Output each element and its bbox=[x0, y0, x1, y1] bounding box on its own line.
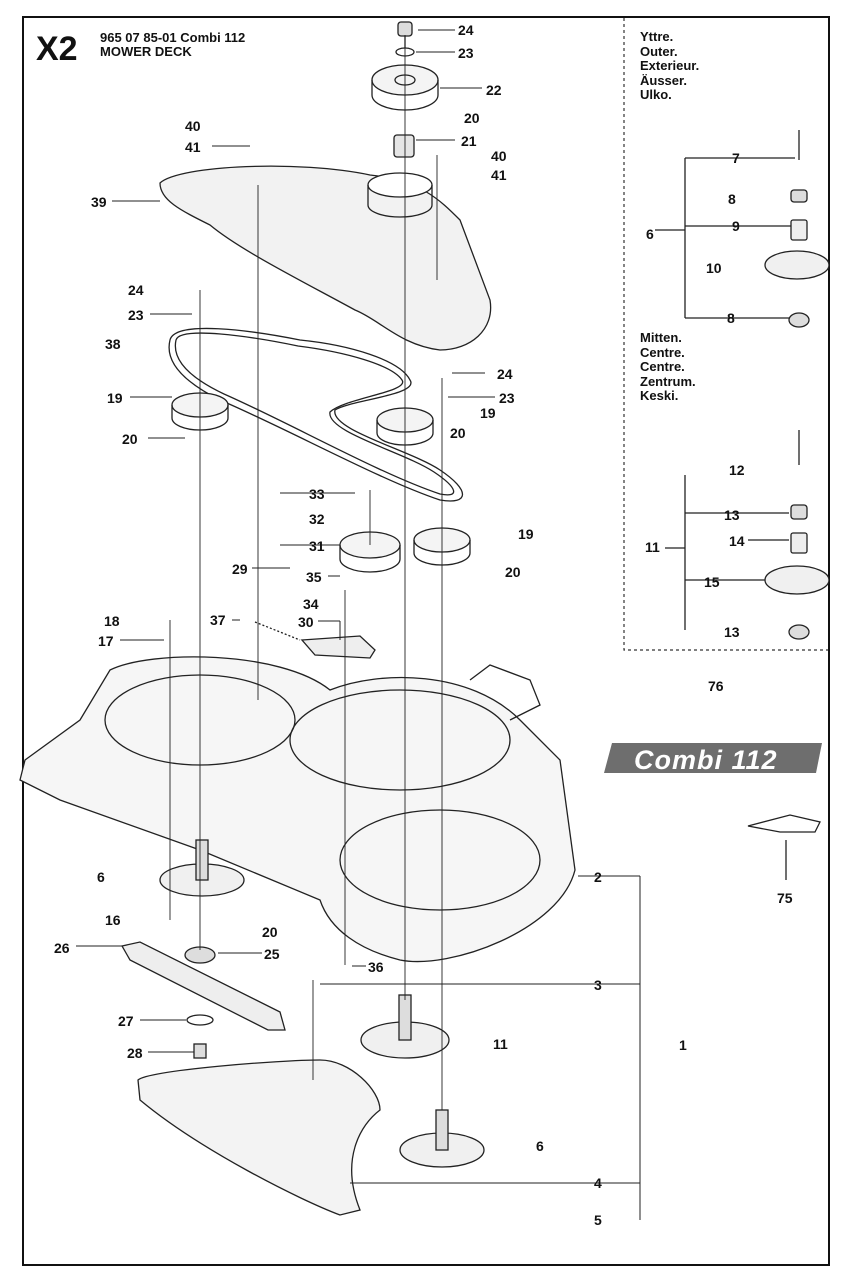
callout-40: 40 bbox=[185, 118, 201, 134]
callout-24: 24 bbox=[128, 282, 144, 298]
callout-76: 76 bbox=[708, 678, 724, 694]
callout-23: 23 bbox=[458, 45, 474, 61]
callout-10: 10 bbox=[706, 260, 722, 276]
callout-27: 27 bbox=[118, 1013, 134, 1029]
callout-21: 21 bbox=[461, 133, 477, 149]
callout-39: 39 bbox=[91, 194, 107, 210]
callout-18: 18 bbox=[104, 613, 120, 629]
callout-13: 13 bbox=[724, 624, 740, 640]
spindle-right bbox=[399, 1109, 485, 1168]
callout-6: 6 bbox=[536, 1138, 544, 1154]
callout-29: 29 bbox=[232, 561, 248, 577]
callout-23: 23 bbox=[128, 307, 144, 323]
callout-6: 6 bbox=[97, 869, 105, 885]
outer-label: Outer. bbox=[640, 43, 678, 59]
callout-30: 30 bbox=[298, 614, 314, 630]
pulley-cover-plate bbox=[159, 165, 492, 351]
callout-14: 14 bbox=[729, 533, 745, 549]
callout-28: 28 bbox=[127, 1045, 143, 1061]
centre-label: Keski. bbox=[640, 388, 679, 403]
callout-32: 32 bbox=[309, 511, 325, 527]
outer-label: Exterieur. bbox=[640, 58, 700, 73]
callout-3: 3 bbox=[594, 977, 602, 993]
callout-23: 23 bbox=[499, 390, 515, 406]
callout-20: 20 bbox=[122, 431, 138, 447]
callout-12: 12 bbox=[729, 462, 745, 478]
blade-guard bbox=[137, 1059, 381, 1216]
centre-label: Centre. bbox=[640, 344, 685, 360]
callout-41: 41 bbox=[491, 167, 507, 183]
callout-7: 7 bbox=[732, 150, 740, 166]
centre-labels: Mitten. Centre. Centre. Zentrum. Keski. bbox=[640, 330, 696, 404]
centre-label: Zentrum. bbox=[640, 373, 696, 389]
callout-20: 20 bbox=[464, 110, 480, 126]
page-frame bbox=[22, 16, 830, 1266]
callout-40: 40 bbox=[491, 148, 507, 164]
model-badge-text: Combi 112 bbox=[634, 745, 778, 775]
callout-11: 11 bbox=[645, 539, 660, 555]
centre-label: Centre. bbox=[640, 359, 685, 374]
spindle-centre bbox=[360, 994, 450, 1059]
callout-17: 17 bbox=[98, 633, 114, 649]
callout-6: 6 bbox=[646, 226, 654, 242]
callout-8: 8 bbox=[727, 310, 735, 326]
callout-1: 1 bbox=[679, 1037, 687, 1053]
centre-label: Mitten. bbox=[640, 330, 682, 345]
outer-label: Ulko. bbox=[640, 87, 672, 102]
inset-centre-spindle bbox=[665, 430, 830, 640]
drive-belt bbox=[168, 327, 464, 502]
callout-24: 24 bbox=[458, 22, 474, 38]
callout-11: 11 bbox=[493, 1036, 508, 1052]
callout-2: 2 bbox=[594, 869, 602, 885]
callout-20: 20 bbox=[262, 924, 278, 940]
callout-37: 37 bbox=[210, 612, 226, 628]
callout-9: 9 bbox=[732, 218, 740, 234]
blade bbox=[120, 941, 286, 1031]
callout-15: 15 bbox=[704, 574, 720, 590]
callout-34: 34 bbox=[303, 596, 319, 612]
callout-8: 8 bbox=[728, 191, 736, 207]
callout-25: 25 bbox=[264, 946, 280, 962]
callout-16: 16 bbox=[105, 912, 121, 928]
spring bbox=[254, 621, 301, 641]
callout-35: 35 bbox=[306, 569, 322, 585]
mower-deck-housing bbox=[19, 656, 576, 963]
belt-route-thumbnail bbox=[747, 814, 821, 833]
callout-33: 33 bbox=[309, 486, 325, 502]
tensioner-arm bbox=[300, 635, 376, 659]
outer-label: Yttre. bbox=[640, 29, 674, 44]
callout-41: 41 bbox=[185, 139, 201, 155]
callout-19: 19 bbox=[107, 390, 123, 406]
combi-112-badge bbox=[604, 743, 822, 773]
callout-22: 22 bbox=[486, 82, 502, 98]
callout-24: 24 bbox=[497, 366, 513, 382]
callout-38: 38 bbox=[105, 336, 121, 352]
spindle-left bbox=[159, 839, 245, 897]
inset-outer-spindle bbox=[655, 130, 830, 328]
callout-19: 19 bbox=[480, 405, 496, 421]
callout-75: 75 bbox=[777, 890, 793, 906]
callout-26: 26 bbox=[54, 940, 70, 956]
callout-20: 20 bbox=[505, 564, 521, 580]
outer-labels: Yttre. Outer. Exterieur. Äusser. Ulko. bbox=[640, 29, 700, 103]
diagram-code: X2 bbox=[36, 30, 78, 68]
header-line-2: MOWER DECK bbox=[100, 44, 192, 59]
callout-4: 4 bbox=[594, 1175, 602, 1191]
callout-5: 5 bbox=[594, 1212, 602, 1228]
callout-13: 13 bbox=[724, 507, 740, 523]
header-line-1: 965 07 85-01 Combi 112 bbox=[100, 30, 246, 45]
inset-border bbox=[623, 18, 828, 651]
callout-19: 19 bbox=[518, 526, 534, 542]
callout-20: 20 bbox=[450, 425, 466, 441]
callout-31: 31 bbox=[309, 538, 325, 554]
callout-36: 36 bbox=[368, 959, 384, 975]
outer-label: Äusser. bbox=[640, 72, 687, 88]
